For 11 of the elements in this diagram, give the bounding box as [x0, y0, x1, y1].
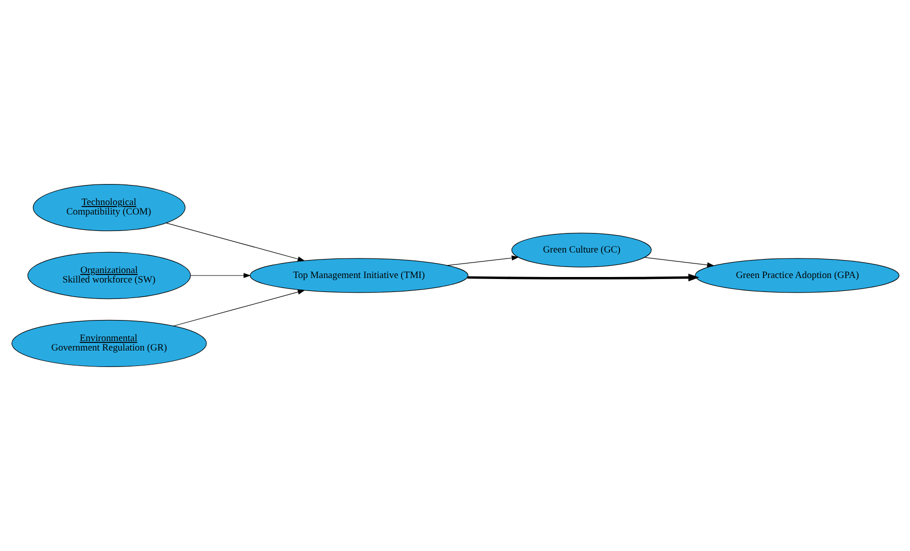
arrow	[165, 222, 304, 262]
node-ellipse: Top Management Initiative (TMI)	[249, 258, 468, 293]
arrow	[446, 255, 518, 266]
node-ellipse: Technological Compatibility (COM)	[32, 184, 185, 232]
node-ellipse: Green Practice Adoption (GPA)	[694, 258, 899, 293]
arrow	[190, 272, 250, 278]
arrow	[644, 257, 714, 268]
arrow	[172, 290, 305, 326]
node-ellipse: Environmental Government Regulation (GR)	[11, 320, 206, 367]
node-ellipse: Organizational Skilled workforce (SW)	[26, 252, 190, 300]
arrow	[466, 274, 699, 282]
